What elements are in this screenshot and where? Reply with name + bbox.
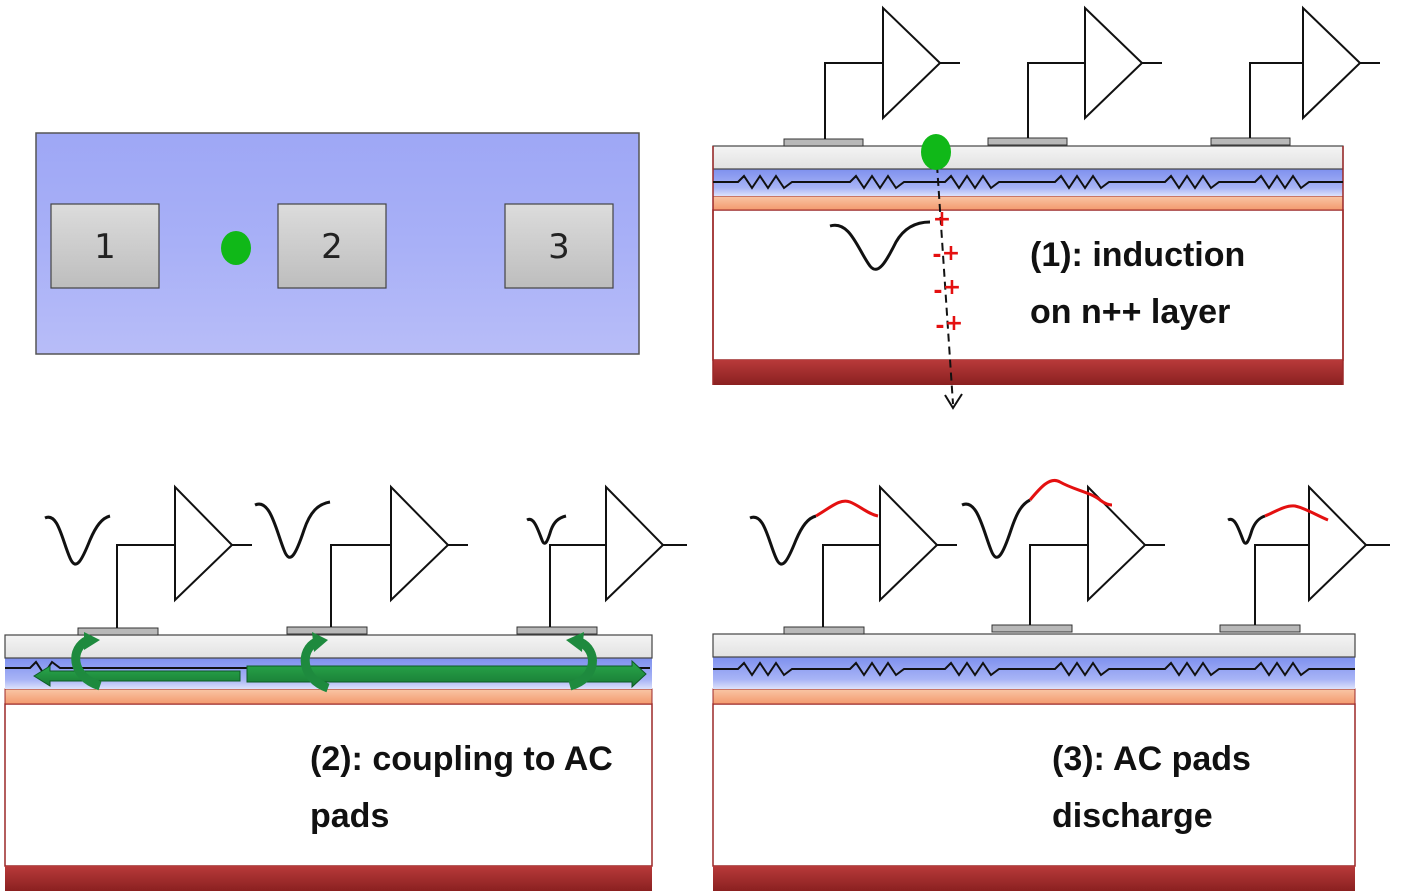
- gain-layer: [712, 195, 1344, 211]
- top-view-pad-3: 3: [504, 203, 614, 289]
- amplifier-left: [822, 484, 957, 627]
- particle-marker: [921, 134, 951, 170]
- induced-signal-pulse: [829, 220, 931, 271]
- gain-layer: [4, 688, 653, 705]
- ac-pad-left: [783, 626, 865, 635]
- particle-hit-marker: [221, 231, 251, 265]
- panel-1-caption-line-1: (1): induction: [1030, 236, 1245, 274]
- particle-track-arrow: [936, 164, 954, 405]
- track-arrowhead: [944, 393, 963, 410]
- pad-1-signal-pulse: [749, 514, 817, 566]
- panel-2-caption-line-1: (2): coupling to AC: [310, 740, 613, 778]
- charge-symbol: +: [933, 207, 951, 232]
- coupling-curl-center: [300, 637, 330, 693]
- panel-coupling: (2): coupling to AC pads: [4, 484, 687, 891]
- amplifier-center: [1029, 484, 1165, 625]
- bulk-layer: [712, 209, 1344, 361]
- ac-pad-left: [783, 138, 864, 147]
- panel-3-caption-line-2: discharge: [1052, 797, 1213, 835]
- resistive-layer-zigzag: [713, 174, 1343, 190]
- amplifier-right: [549, 484, 687, 627]
- amplifier-right: [1249, 5, 1380, 138]
- curl-arrowhead: [566, 632, 584, 652]
- top-view: 1 2 3: [35, 132, 640, 355]
- coupling-curl-left: [71, 635, 102, 691]
- amplifier-center: [330, 484, 468, 627]
- backplane-electrode: [713, 866, 1355, 891]
- panel-2-caption-line-2: pads: [310, 797, 389, 835]
- charge-symbol: +: [945, 311, 963, 336]
- resistive-layer-zigzag: [713, 661, 1355, 677]
- ac-pad-left: [77, 627, 159, 636]
- panel-3-caption-line-1: (3): AC pads: [1052, 740, 1251, 778]
- charge-symbol: -: [933, 279, 942, 304]
- dielectric-layer: [712, 145, 1344, 170]
- bulk-layer: [712, 703, 1356, 867]
- curl-arrowhead: [312, 632, 328, 652]
- amplifier-left: [116, 484, 252, 628]
- ac-pad-center: [991, 624, 1073, 633]
- pad-2-discharge-tail: [1028, 479, 1113, 507]
- pad-label-1: 1: [94, 227, 116, 267]
- amplifier-center: [1027, 5, 1162, 138]
- pad-3-signal-pulse: [1227, 514, 1266, 545]
- charge-symbol: +: [942, 241, 960, 266]
- panel-1-caption-line-2: on n++ layer: [1030, 293, 1230, 331]
- ac-pad-right: [1219, 624, 1301, 633]
- coupling-current-arrows: [33, 632, 647, 693]
- bulk-layer: [4, 703, 653, 867]
- coupling-curl-right: [568, 637, 597, 691]
- pad-2-signal-pulse: [254, 500, 331, 559]
- charge-symbol: -: [932, 243, 941, 268]
- amplifier-right: [1254, 484, 1390, 625]
- charge-symbol: -: [935, 314, 944, 339]
- charge-symbol: +: [943, 275, 961, 300]
- ac-pad-right: [1210, 137, 1291, 146]
- backplane-electrode: [5, 866, 652, 891]
- pad-1-discharge-tail: [815, 499, 879, 518]
- ac-pad-center: [286, 626, 368, 635]
- top-view-pad-1: 1: [50, 203, 160, 289]
- pad-2-signal-pulse: [961, 498, 1031, 559]
- resistive-n-layer: [713, 657, 1355, 689]
- ionization-charges: + - + - + - +: [932, 207, 963, 339]
- backplane-electrode: [713, 360, 1343, 385]
- pad-label-2: 2: [321, 227, 343, 267]
- pad-label-3: 3: [548, 227, 570, 267]
- dielectric-layer: [4, 634, 653, 659]
- amplifier-left: [824, 5, 960, 139]
- top-view-pad-2: 2: [277, 203, 387, 289]
- ac-pad-right: [516, 626, 598, 635]
- pad-3-signal-pulse: [526, 514, 567, 545]
- ac-pad-center: [987, 137, 1068, 146]
- gain-layer: [712, 688, 1356, 705]
- curl-arrowhead: [84, 632, 100, 650]
- dielectric-layer: [712, 633, 1356, 658]
- panel-discharge: (3): AC pads discharge: [712, 479, 1390, 891]
- panel-induction: + - + - + - + (1): induction on n++ laye…: [712, 5, 1380, 410]
- pad-1-signal-pulse: [44, 514, 111, 566]
- pad-3-discharge-tail: [1264, 504, 1329, 522]
